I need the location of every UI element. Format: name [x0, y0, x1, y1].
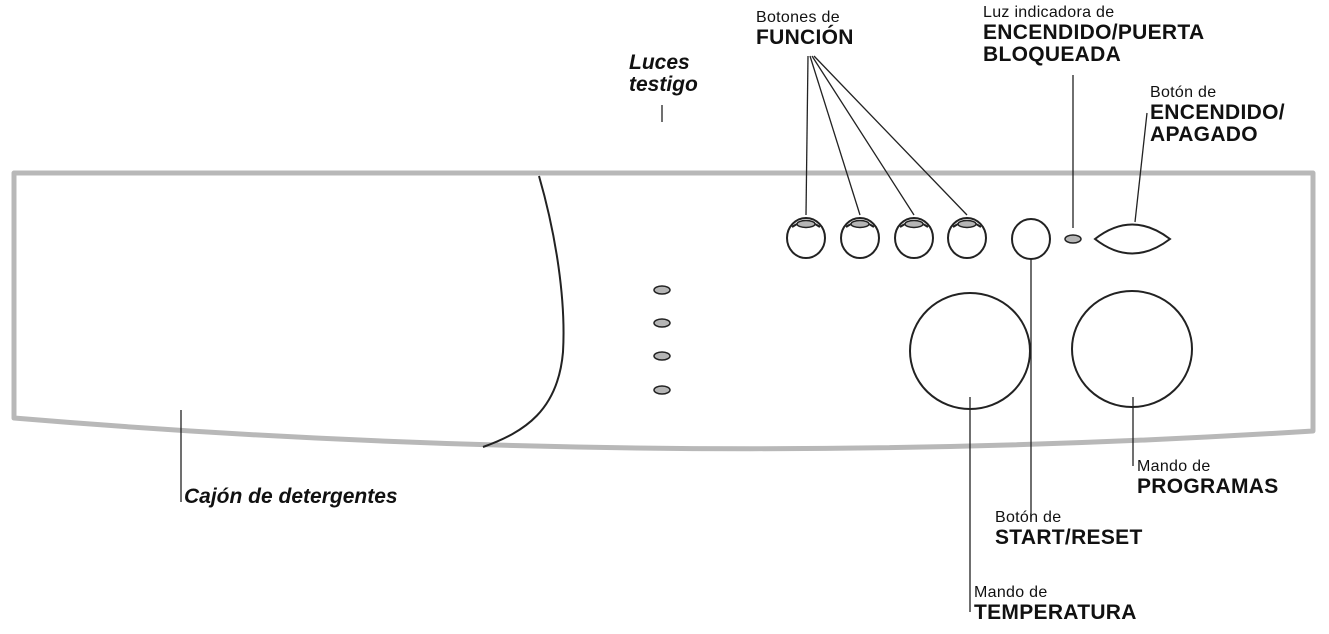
program-knob-label-line1: Mando de — [1137, 458, 1211, 475]
temperature-knob-label: Mando de TEMPERATURA — [974, 584, 1137, 624]
warning-light-4 — [653, 385, 671, 395]
function-button-4[interactable] — [947, 217, 987, 259]
control-panel-outline — [11, 170, 1316, 452]
warning-lights-label: Luces testigo — [629, 51, 698, 97]
function-buttons — [786, 217, 987, 259]
power-button-label: Botón de ENCENDIDO/ APAGADO — [1150, 84, 1285, 146]
power-door-indicator-light — [1064, 234, 1082, 244]
leader-lines — [180, 55, 1148, 612]
function-button-2[interactable] — [840, 217, 880, 259]
power-on-off-button[interactable] — [1093, 223, 1172, 255]
start-reset-label-line1: Botón de — [995, 509, 1062, 526]
power-button-label-line2: ENCENDIDO/ — [1150, 100, 1285, 124]
function-buttons-label: Botones de FUNCIÓN — [756, 9, 854, 49]
warning-lights — [653, 285, 671, 395]
program-knob-label: Mando de PROGRAMAS — [1137, 458, 1279, 498]
detergent-drawer-edge — [482, 175, 565, 448]
start-reset-label-line2: START/RESET — [995, 525, 1143, 549]
temperature-knob-label-line1: Mando de — [974, 584, 1048, 601]
power-door-light-label: Luz indicadora de ENCENDIDO/PUERTA BLOQU… — [983, 4, 1205, 66]
temperature-knob-label-line2: TEMPERATURA — [974, 600, 1137, 624]
warning-light-2 — [653, 318, 671, 328]
start-reset-button[interactable] — [1011, 218, 1051, 260]
function-buttons-label-line2: FUNCIÓN — [756, 25, 854, 49]
program-knob[interactable] — [1071, 290, 1193, 408]
warning-light-1 — [653, 285, 671, 295]
function-buttons-label-line1: Botones de — [756, 9, 840, 26]
start-reset-label: Botón de START/RESET — [995, 509, 1143, 549]
program-knob-label-line2: PROGRAMAS — [1137, 474, 1279, 498]
warning-lights-label-line1: Luces — [629, 51, 690, 74]
power-door-light-label-line2: ENCENDIDO/PUERTA — [983, 20, 1205, 44]
power-button-label-line3: APAGADO — [1150, 122, 1258, 146]
power-door-light-label-line3: BLOQUEADA — [983, 42, 1122, 66]
power-button-label-line1: Botón de — [1150, 84, 1217, 101]
detergent-drawer-label-line1: Cajón de detergentes — [184, 485, 398, 508]
function-button-3[interactable] — [894, 217, 934, 259]
warning-light-3 — [653, 351, 671, 361]
power-door-light-label-line1: Luz indicadora de — [983, 4, 1115, 21]
function-button-1[interactable] — [786, 217, 826, 259]
temperature-knob[interactable] — [909, 292, 1031, 410]
detergent-drawer-label: Cajón de detergentes — [184, 485, 398, 508]
warning-lights-label-line2: testigo — [629, 73, 698, 97]
